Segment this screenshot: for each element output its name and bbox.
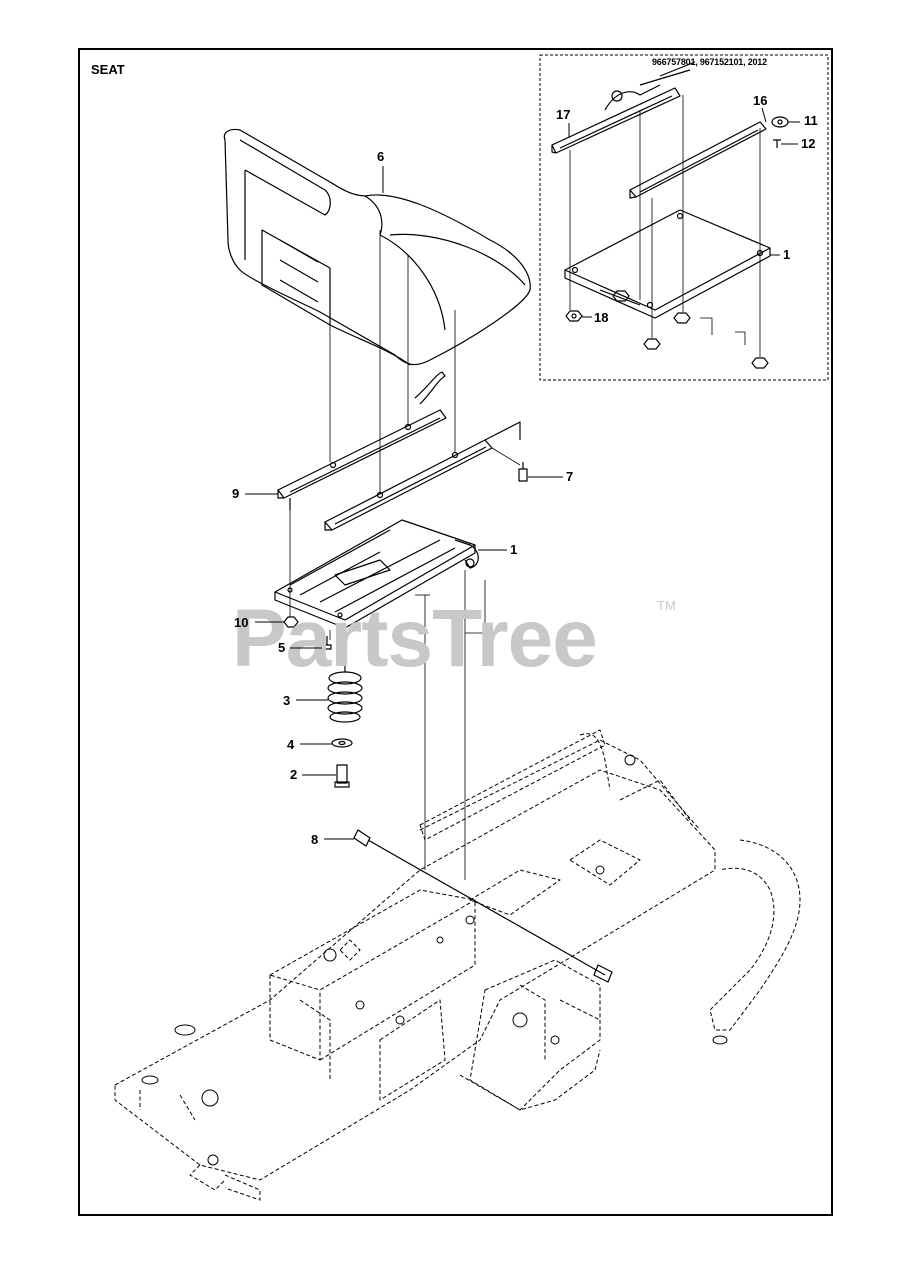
callout-17: 17 <box>556 107 571 122</box>
inset-rail-16 <box>629 121 767 199</box>
washer-4 <box>331 738 353 748</box>
bolt-2 <box>334 764 350 788</box>
screw-7 <box>518 462 528 482</box>
inset-plate-1 <box>564 209 771 319</box>
inset-box <box>539 54 829 381</box>
inset-washer-11 <box>771 116 789 128</box>
callout-11: 11 <box>804 113 818 128</box>
callout-9: 9 <box>232 486 240 501</box>
callout-10: 10 <box>234 615 249 630</box>
bolt-5 <box>322 636 332 650</box>
callout-2: 2 <box>290 767 298 782</box>
rail-9 <box>277 371 447 510</box>
callout-12: 12 <box>801 136 816 151</box>
bolt-8 <box>353 829 613 983</box>
seat-6 <box>223 128 531 366</box>
callout-4: 4 <box>287 737 295 752</box>
callout-1-inset: 1 <box>783 247 791 262</box>
callout-7: 7 <box>566 469 574 484</box>
callout-16: 16 <box>753 93 768 108</box>
inset-bolt-12 <box>773 139 781 148</box>
tractor-frame <box>114 729 801 1201</box>
watermark: PartsTree <box>232 593 598 684</box>
callout-3: 3 <box>283 693 291 708</box>
callout-18: 18 <box>594 310 609 325</box>
nut-10 <box>283 616 299 628</box>
callout-5: 5 <box>278 640 286 655</box>
callout-1: 1 <box>510 542 518 557</box>
trademark-mark: TM <box>657 598 676 613</box>
diagram-frame <box>78 48 833 1216</box>
callout-8: 8 <box>311 832 319 847</box>
callout-6: 6 <box>377 149 385 164</box>
model-codes: 966757801, 967152101, 2012 <box>652 57 767 67</box>
inset-rail-17 <box>551 61 696 154</box>
inset-nuts <box>565 290 769 369</box>
spring-3 <box>327 630 363 723</box>
tractor-frame-holes <box>141 754 728 1166</box>
page-title: SEAT <box>91 62 125 77</box>
rail-right <box>324 421 521 531</box>
